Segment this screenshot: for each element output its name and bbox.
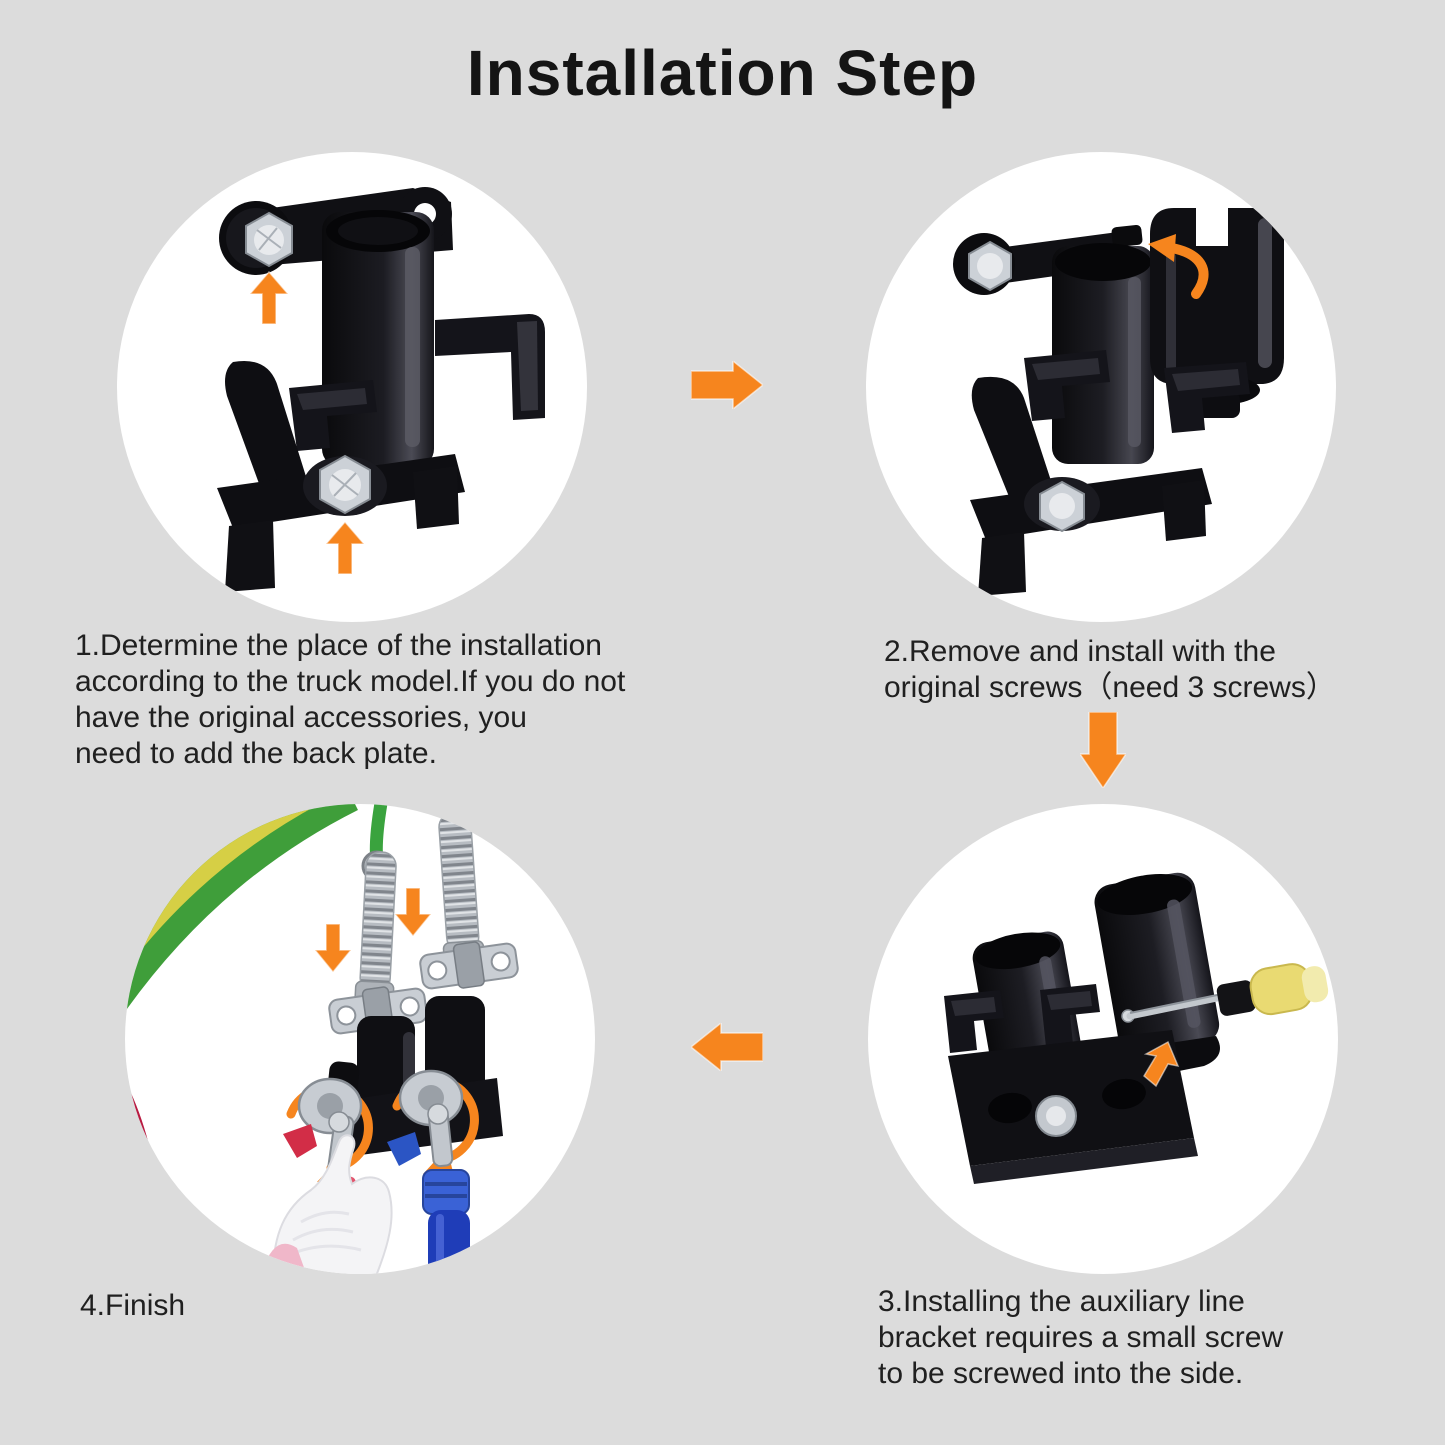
step3-photo-circle <box>868 804 1338 1274</box>
step3-caption: 3.Installing the auxiliary line bracket … <box>878 1285 1284 1390</box>
step1-bracket-illustration <box>217 187 545 592</box>
hex-bolt-top <box>245 211 293 268</box>
blue-clip <box>387 1132 421 1166</box>
step4-caption: 4.Finish <box>80 1289 186 1322</box>
up-arrow-icon <box>248 270 290 325</box>
green-hose <box>125 804 388 1012</box>
curved-arrow-icon <box>1148 234 1209 299</box>
step1-photo-circle <box>117 152 587 622</box>
up-arrow-icon <box>324 520 366 575</box>
step3-bracket-illustration <box>944 872 1329 1184</box>
bracket-body <box>944 872 1220 1184</box>
step4-photo-circle <box>125 804 595 1274</box>
hex-bolt-bottom <box>319 454 371 515</box>
left-arrow-icon <box>691 1023 763 1071</box>
step2-bracket-illustration <box>953 208 1284 596</box>
wing-plate-right <box>419 941 519 990</box>
gladhand-right <box>398 1069 464 1168</box>
down-arrow-icon <box>1080 712 1126 788</box>
hex-bolt-top <box>968 240 1012 292</box>
step1-caption: 1.Determine the place of the installatio… <box>75 629 626 770</box>
red-ribbon <box>125 1080 161 1213</box>
step2-photo-circle <box>866 152 1336 622</box>
up-arrow-icon <box>1143 1040 1180 1088</box>
hex-bolt-bottom <box>1039 480 1085 533</box>
step4-finished-installation-illustration <box>125 804 519 1274</box>
down-arrow-icon <box>313 923 353 974</box>
down-arrow-icon <box>393 887 433 938</box>
page-title: Installation Step <box>466 37 979 109</box>
red-clip <box>283 1124 317 1158</box>
coil-spring-left <box>354 851 397 1008</box>
step2-caption: 2.Remove and install with the original s… <box>884 635 1336 704</box>
screwdriver-illustration <box>1121 963 1329 1023</box>
blue-hose <box>422 1169 470 1274</box>
right-arrow-icon <box>691 361 763 409</box>
glove-hand <box>261 1134 393 1274</box>
